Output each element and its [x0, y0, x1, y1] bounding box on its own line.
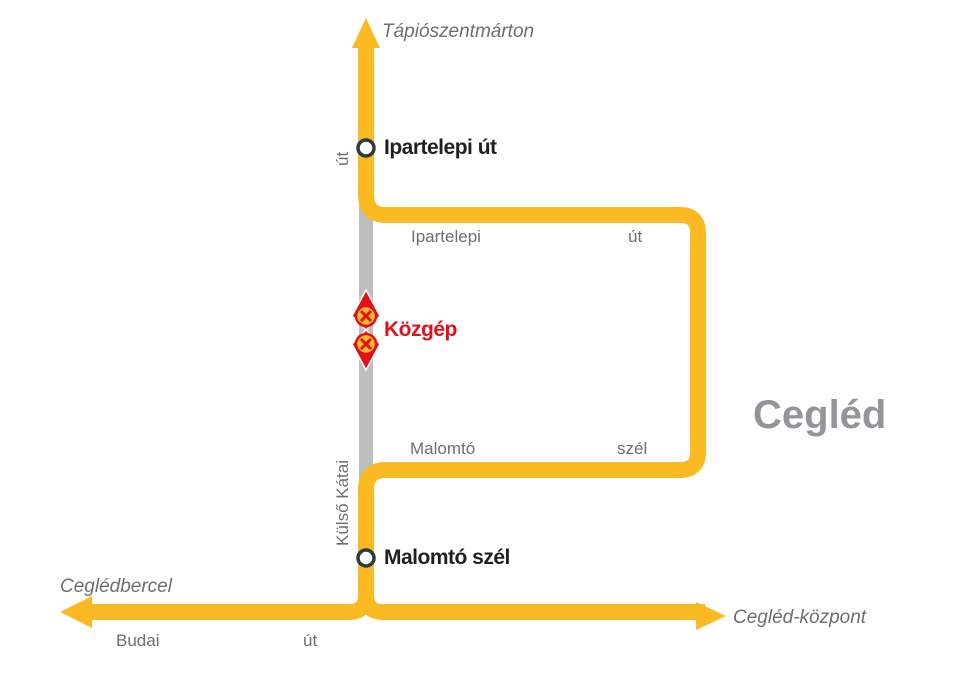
street-malomto: Malomtó: [410, 439, 476, 458]
route-branch-east: [358, 594, 705, 620]
street-ipartelepi-ut: út: [628, 227, 643, 246]
destination-north: Tápiószentmárton: [382, 21, 535, 42]
destination-west: Ceglédbercel: [60, 576, 172, 597]
street-kulso-katai: Külső Kátai: [333, 460, 352, 546]
stop-marker-malomto[interactable]: [356, 548, 376, 568]
stop-marker-ipartelepi[interactable]: [356, 138, 376, 158]
street-malomto-szel: szél: [617, 439, 648, 458]
street-kulso-katai-ut: út: [333, 151, 352, 166]
stop-label-kozgep: Közgép: [384, 318, 457, 341]
stop-label-malomto: Malomtó szél: [384, 546, 510, 569]
arrow-north-icon: [352, 18, 380, 48]
cancelled-stop-marker-kozgep[interactable]: [351, 288, 381, 372]
destination-east: Cegléd-központ: [733, 607, 867, 628]
street-budai: Budai: [116, 631, 160, 650]
street-budai-ut: út: [303, 631, 318, 650]
arrow-east-icon: [696, 602, 726, 630]
arrow-west-icon: [60, 596, 92, 628]
city-label: Cegléd: [753, 393, 887, 437]
street-ipartelepi: Ipartelepi: [411, 227, 481, 246]
stop-label-ipartelepi: Ipartelepi út: [384, 136, 497, 159]
